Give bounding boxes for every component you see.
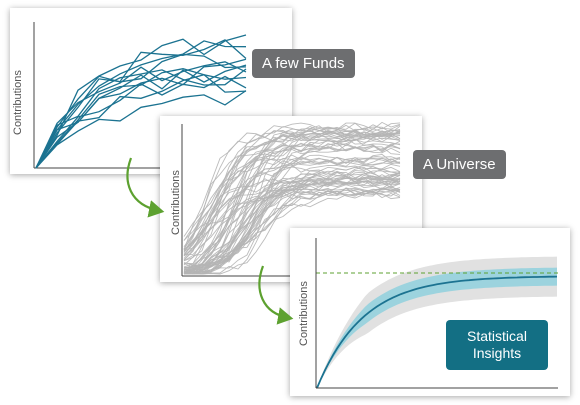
universe-line [183,171,401,266]
fund-line [35,90,247,169]
few-funds-tag: A few Funds [252,49,355,78]
fund-line [35,40,247,169]
fund-lines [35,34,247,169]
universe-line [183,145,401,273]
y-axis-label: Contributions [12,70,24,135]
universe-line [183,190,401,274]
inner-band [317,267,557,388]
universe-line [183,153,401,256]
median-line [316,275,558,389]
few-funds-chart [33,22,280,169]
universe-line [183,178,401,257]
fund-line [35,39,247,169]
universe-chart [181,121,410,277]
universe-line [183,121,401,266]
universe-line [183,146,401,253]
universe-line [183,187,401,252]
outer-band [317,256,557,388]
universe-line [183,136,401,268]
statistical-insights-tag: Statistical Insights [446,320,548,370]
universe-line [183,133,401,247]
fund-line [35,68,247,169]
universe-line [183,177,401,273]
y-axis-label: Contributions [170,170,182,235]
fund-line [35,73,247,169]
universe-line [183,163,401,253]
statistical-chart [315,238,558,389]
universe-line [183,158,401,256]
universe-line [183,130,401,270]
universe-line [183,135,401,275]
universe-lines [183,121,401,275]
few-funds-panel [10,8,292,174]
universe-line [183,190,401,272]
universe-line [183,177,401,255]
universe-line [183,128,401,275]
universe-line [183,170,401,274]
universe-line [183,170,401,275]
universe-line [183,144,401,274]
universe-line [183,157,401,259]
fund-line [35,58,247,169]
universe-tag: A Universe [413,150,506,179]
universe-line [183,124,401,275]
statistical-panel [290,228,570,396]
fund-line [35,53,247,169]
fund-line [35,34,247,169]
fund-line [35,75,247,169]
y-axis-label: Contributions [298,281,310,346]
